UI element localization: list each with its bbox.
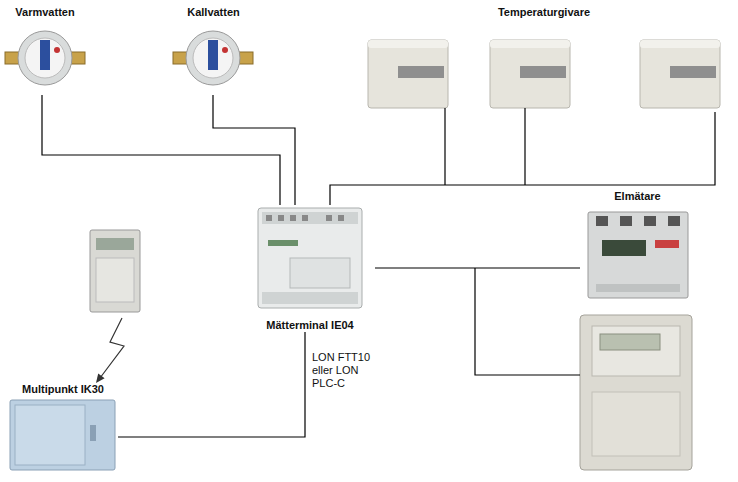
- meter-housing: [90, 230, 140, 312]
- connector-wire: [42, 95, 280, 205]
- wire: [444, 108, 445, 185]
- cabinet-node: Multipunkt IK30: [8, 383, 118, 472]
- terminal: [596, 216, 608, 226]
- node-label: Elmätare: [614, 190, 660, 203]
- meter-face: [96, 258, 134, 302]
- sensor-housing: [640, 40, 720, 108]
- temperature-sensor-icon: [368, 40, 448, 108]
- connector-wire: [375, 267, 580, 268]
- terminal-strip: [262, 292, 358, 304]
- radio-arrowhead: [96, 373, 105, 383]
- meter-display: [96, 238, 134, 250]
- terminal-strip: [596, 284, 680, 292]
- screw: [338, 215, 344, 221]
- terminal-device-icon: [258, 208, 362, 308]
- wire: [475, 268, 580, 375]
- cabinet-handle: [90, 425, 96, 441]
- meter-dot: [54, 47, 60, 53]
- node-label: Multipunkt IK30: [22, 383, 104, 396]
- sensor-band: [670, 66, 716, 78]
- meter-housing: [588, 212, 688, 298]
- screw: [266, 215, 272, 221]
- terminal-housing: [258, 208, 362, 308]
- water-meter-icon: [5, 31, 85, 85]
- temperature-sensor-icon: [490, 40, 570, 108]
- connector-wire: [330, 112, 715, 205]
- logo-mark: [268, 240, 298, 246]
- meter-node: Elmätare: [580, 190, 695, 300]
- meter-dot: [222, 47, 228, 53]
- sensor-band: [398, 66, 444, 78]
- sensor-housing: [490, 40, 570, 108]
- screw: [278, 215, 284, 221]
- meter-mark: [655, 240, 679, 248]
- meter-node: Kallvatten: [172, 6, 255, 95]
- terminal-strip: [262, 212, 358, 224]
- terminal: [668, 216, 680, 226]
- screw: [302, 215, 308, 221]
- connector-wire: [213, 95, 295, 205]
- meter-face: [592, 326, 680, 376]
- cabinet-housing: [10, 400, 115, 470]
- meter-cover: [592, 392, 680, 456]
- meter-register: [40, 40, 50, 70]
- electricity-meter-icon: [90, 230, 140, 312]
- meter-display: [600, 334, 660, 350]
- terminal: [620, 216, 632, 226]
- meter-dial: [193, 38, 233, 78]
- multipoint-cabinet-icon: [10, 400, 115, 470]
- connector-wire: [118, 332, 305, 437]
- meter-body: [18, 31, 72, 85]
- edge-label: LON FTT10 eller LON PLC-C: [310, 350, 378, 391]
- front-panel: [290, 258, 350, 288]
- electricity-meter-icon: [588, 212, 688, 298]
- sensor-top: [490, 40, 570, 48]
- sensor-top: [640, 40, 720, 48]
- screw: [290, 215, 296, 221]
- temperature-sensor-icon: [640, 40, 720, 108]
- node-label: Varmvatten: [15, 6, 74, 19]
- sensor-housing: [368, 40, 448, 108]
- meter-register: [208, 40, 218, 70]
- meter-node: Varmvatten: [5, 6, 85, 95]
- sensor-group-node: Temperaturgivare: [360, 6, 728, 112]
- meter-housing: [580, 315, 692, 470]
- terminal-node: Mätterminal IE04: [245, 205, 375, 332]
- meter-dial: [25, 38, 65, 78]
- sensor-top: [368, 40, 448, 48]
- wire: [524, 108, 525, 185]
- water-meter-icon: [173, 31, 253, 85]
- screw: [326, 215, 332, 221]
- sensor-band: [520, 66, 566, 78]
- node-label: Mätterminal IE04: [266, 319, 353, 332]
- meter-display: [602, 240, 646, 256]
- electricity-meter-icon: [580, 315, 692, 470]
- cabinet-door: [15, 405, 85, 465]
- node-label: Temperaturgivare: [498, 6, 590, 19]
- terminal: [644, 216, 656, 226]
- radio-link-symbol: [100, 318, 124, 378]
- meter-body: [186, 31, 240, 85]
- node-label: Kallvatten: [187, 6, 240, 19]
